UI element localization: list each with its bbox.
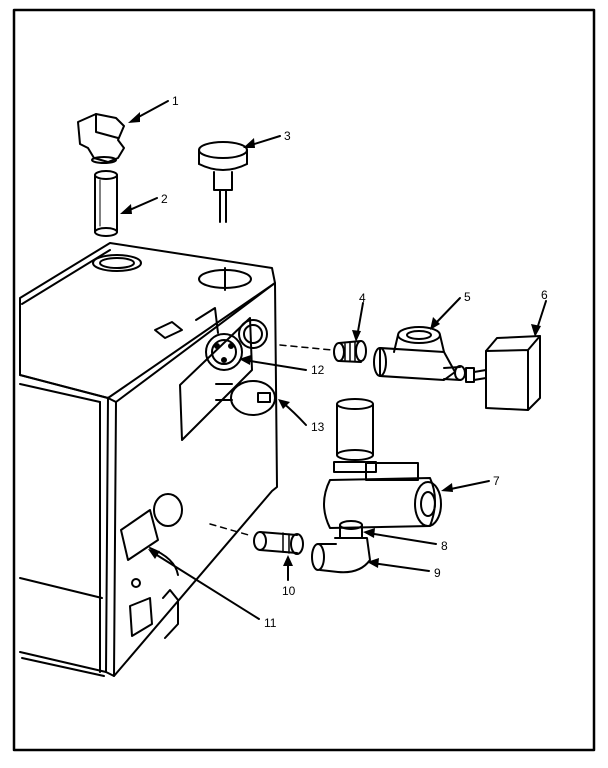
arrow-7 (445, 480, 490, 491)
callout-11: 11 (264, 616, 277, 630)
part-10-nipple (253, 531, 304, 555)
callout-2: 2 (161, 192, 168, 206)
callout-7: 7 (493, 474, 500, 488)
arrow-5 (433, 297, 461, 326)
callout-13: 13 (311, 420, 325, 434)
callout-4: 4 (359, 291, 366, 305)
boiler-cabinet (19, 242, 278, 677)
callout-3: 3 (284, 129, 291, 143)
arrow-9 (371, 562, 430, 572)
callout-9: 9 (434, 566, 441, 580)
assembly-lines (209, 344, 333, 537)
part-13-control (215, 380, 276, 416)
callout-8: 8 (441, 539, 448, 553)
callout-6: 6 (541, 288, 548, 302)
arrow-11 (151, 551, 260, 620)
arrowheads (120, 112, 541, 568)
part-7-pump (323, 398, 442, 529)
part-9-elbow (311, 537, 371, 574)
part-2-nipple (94, 170, 118, 237)
part-3-gauge (198, 141, 248, 223)
part-6-control-box (465, 335, 541, 411)
part-12-flange (195, 307, 268, 371)
arrow-8 (367, 532, 437, 545)
arrow-12 (243, 359, 307, 371)
part-8-nipple (339, 520, 363, 538)
part-5-tee-fitting (373, 326, 466, 381)
part-4-bushing (333, 340, 367, 363)
callout-1: 1 (172, 94, 179, 108)
page-border (12, 8, 596, 752)
callout-12: 12 (311, 363, 325, 377)
callout-10: 10 (282, 584, 296, 598)
part-1-valve-head (77, 113, 125, 164)
part-11-cover (120, 493, 183, 588)
callout-5: 5 (464, 290, 471, 304)
